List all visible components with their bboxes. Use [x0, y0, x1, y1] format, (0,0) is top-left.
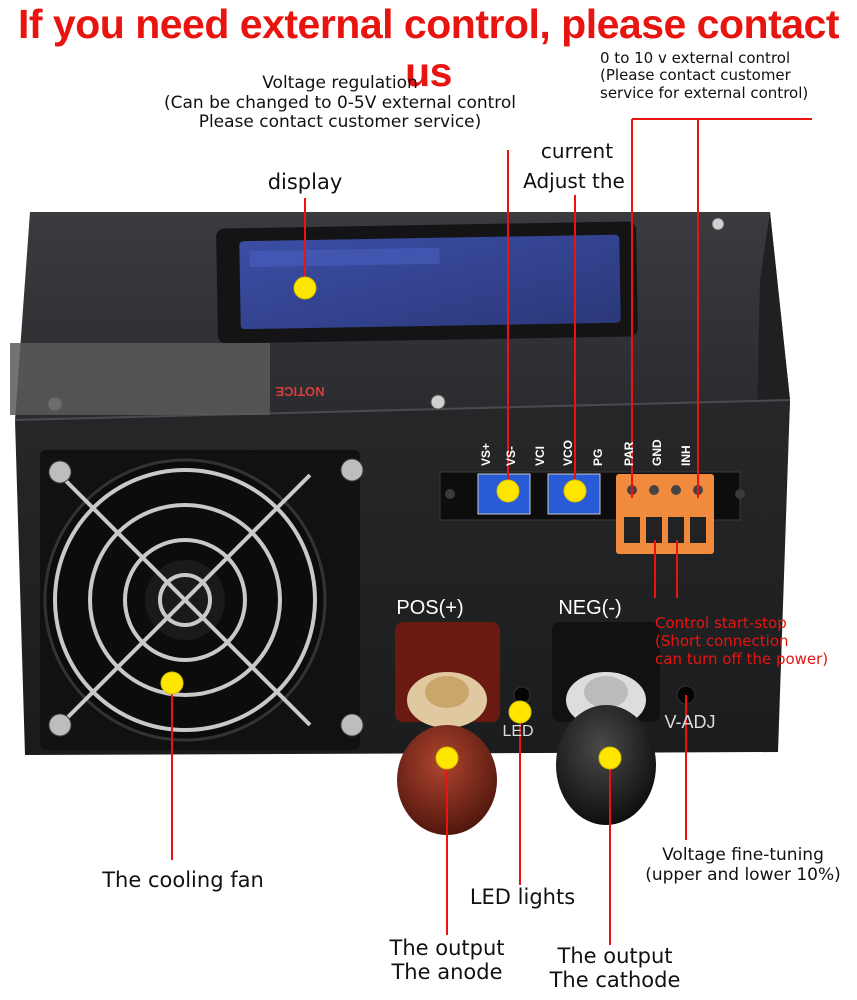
led-window [513, 686, 531, 704]
fan [40, 450, 364, 750]
marker-cathode [598, 746, 622, 770]
pin-label-par: PAR [622, 441, 636, 466]
pin-label-vco: VCO [561, 440, 575, 466]
callout-led-lights: LED lights [469, 885, 576, 909]
marker-display [293, 276, 317, 300]
headline: If you need external control, please con… [17, 1, 840, 95]
callout-start-stop: Control start-stop (Short connection can… [655, 614, 829, 668]
markers [160, 276, 622, 770]
pin-label-vci: VCI [533, 446, 547, 466]
neg-label: NEG(-) [558, 597, 621, 619]
vadj-label: V-ADJ [664, 712, 715, 732]
callout-display: display [267, 170, 343, 194]
pin-label-vs-minus: VS- [504, 446, 518, 466]
notice-sticker [10, 343, 270, 415]
callout-current: current [540, 139, 614, 163]
callout-adjust: Adjust the [523, 169, 625, 193]
marker-led [508, 700, 532, 724]
callout-fine-tuning: Voltage fine-tuning (upper and lower 10%… [645, 845, 841, 885]
marker-fan [160, 671, 184, 695]
callout-external-control: 0 to 10 v external control (Please conta… [600, 49, 809, 102]
led-label: LED [502, 723, 533, 740]
pin-labels: VS+ VS- VCI VCO PG PAR GND INH [479, 439, 693, 466]
callout-cooling-fan: The cooling fan [102, 868, 264, 892]
marker-vs [496, 479, 520, 503]
notice-title: NOTICE [275, 384, 324, 399]
pos-label: POS(+) [396, 597, 463, 619]
pin-label-gnd: GND [650, 439, 664, 466]
callout-anode: The output The anode [389, 936, 505, 985]
callout-cathode: The output The cathode [549, 944, 681, 993]
callout-voltage-regulation: Voltage regulation (Can be changed to 0-… [163, 73, 517, 133]
pin-label-inh: INH [679, 445, 693, 466]
pin-label-vs-plus: VS+ [479, 443, 493, 466]
marker-anode [435, 746, 459, 770]
marker-vci [563, 479, 587, 503]
callout-lines [171, 118, 812, 945]
terminal-block [616, 474, 714, 554]
pin-label-pg: PG [591, 449, 605, 466]
